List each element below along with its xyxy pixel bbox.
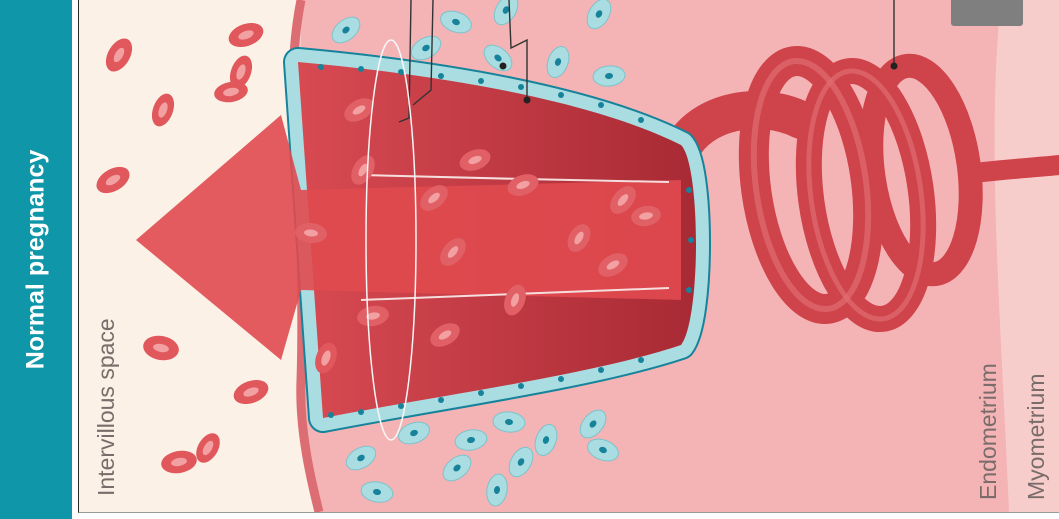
myometrium-label: Myometrium bbox=[1023, 373, 1050, 500]
placenta-diagram bbox=[79, 0, 1059, 512]
endometrium-label: Endometrium bbox=[975, 363, 1002, 500]
condition-title: Normal pregnancy bbox=[22, 150, 51, 370]
label-box bbox=[951, 0, 1023, 26]
diagram-panel: Intervillous space Endometrium Myometriu… bbox=[78, 0, 1059, 513]
condition-banner: Normal pregnancy bbox=[0, 0, 72, 519]
intervillous-space-label: Intervillous space bbox=[93, 318, 120, 496]
